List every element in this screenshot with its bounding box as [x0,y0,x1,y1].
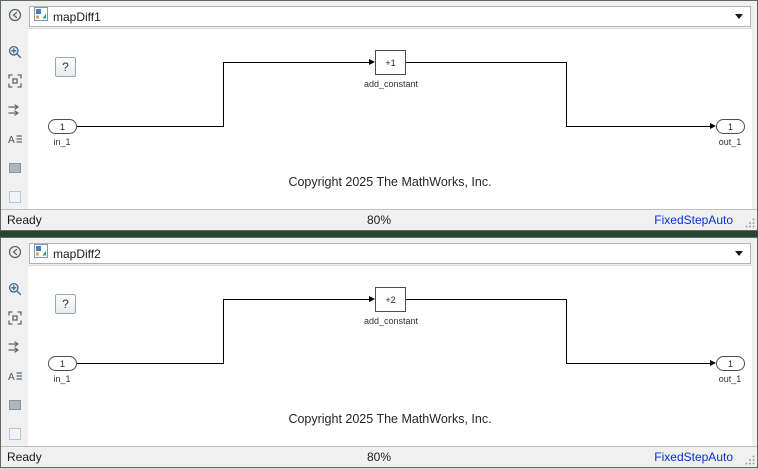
inport-value: 1 [59,358,65,369]
signal-wire [567,363,710,364]
outport-value: 1 [727,121,733,132]
model-window-1: A [0,0,758,231]
fit-to-view-icon[interactable] [5,71,25,91]
model-icon [34,244,48,263]
image-box-icon[interactable] [5,395,25,415]
side-toolbar: A [1,1,28,209]
model-title: mapDiff2 [53,246,101,261]
inport-label: in_1 [53,137,71,147]
status-zoom-level: 80% [366,213,392,227]
block-value: +1 [385,57,396,68]
inport-block[interactable]: 1 [48,119,77,134]
arrowhead [369,296,375,302]
status-bar: Ready 80% FixedStepAuto [1,446,757,467]
add-constant-block[interactable]: +1 [375,50,406,75]
help-button[interactable]: ? [55,294,76,314]
model-title: mapDiff1 [53,9,101,24]
status-ready: Ready [7,213,42,227]
arrowhead [369,59,375,65]
outport-block[interactable]: 1 [716,119,745,134]
signal-wire [224,299,369,300]
status-solver-link[interactable]: FixedStepAuto [654,213,733,227]
route-arrows-icon[interactable] [5,337,25,357]
inport-label: in_1 [53,374,71,384]
copyright-annotation: Copyright 2025 The MathWorks, Inc. [288,412,492,426]
signal-wire [223,62,224,127]
svg-text:A: A [8,135,15,146]
outport-label: out_1 [718,137,742,147]
signal-wire [223,299,224,364]
copyright-annotation: Copyright 2025 The MathWorks, Inc. [288,175,492,189]
status-zoom-level: 80% [366,450,392,464]
explorer-toggle-icon[interactable] [5,242,25,262]
signal-wire [566,62,567,127]
status-ready: Ready [7,450,42,464]
side-toolbar: A [1,238,28,446]
image-box-icon[interactable] [5,158,25,178]
route-arrows-icon[interactable] [5,100,25,120]
breadcrumb[interactable]: mapDiff1 [29,6,751,27]
breadcrumb[interactable]: mapDiff2 [29,243,751,264]
signal-wire [77,126,224,127]
annotation-icon[interactable]: A [5,129,25,149]
inport-block[interactable]: 1 [48,356,77,371]
diagram-canvas[interactable]: ? 1 in_1 +2 add_constant 1 out_1 Copyrig… [28,265,752,446]
signal-wire [77,363,224,364]
status-solver-link[interactable]: FixedStepAuto [654,450,733,464]
outport-label: out_1 [718,374,742,384]
model-window-2: A [0,237,758,468]
resize-grip[interactable] [744,217,756,229]
signal-wire [406,62,566,63]
arrowhead [710,123,716,129]
chevron-down-icon[interactable] [735,251,743,256]
svg-text:A: A [8,372,15,383]
arrowhead [710,360,716,366]
model-icon [34,7,48,26]
area-box-icon[interactable] [5,424,25,444]
outport-value: 1 [727,358,733,369]
window-separator [0,231,758,237]
chevron-down-icon[interactable] [735,14,743,19]
outport-block[interactable]: 1 [716,356,745,371]
fit-to-view-icon[interactable] [5,308,25,328]
area-box-icon[interactable] [5,187,25,207]
status-bar: Ready 80% FixedStepAuto [1,209,757,230]
signal-wire [406,299,566,300]
signal-wire [224,62,369,63]
inport-value: 1 [59,121,65,132]
resize-grip[interactable] [744,454,756,466]
block-value: +2 [385,294,396,305]
zoom-in-icon[interactable] [5,279,25,299]
block-label: add_constant [363,316,419,326]
explorer-toggle-icon[interactable] [5,5,25,25]
block-label: add_constant [363,79,419,89]
diagram-canvas[interactable]: ? 1 in_1 +1 add_constant 1 out_1 Copyrig… [28,28,752,209]
signal-wire [567,126,710,127]
help-button[interactable]: ? [55,57,76,77]
annotation-icon[interactable]: A [5,366,25,386]
signal-wire [566,299,567,364]
zoom-in-icon[interactable] [5,42,25,62]
add-constant-block[interactable]: +2 [375,287,406,312]
